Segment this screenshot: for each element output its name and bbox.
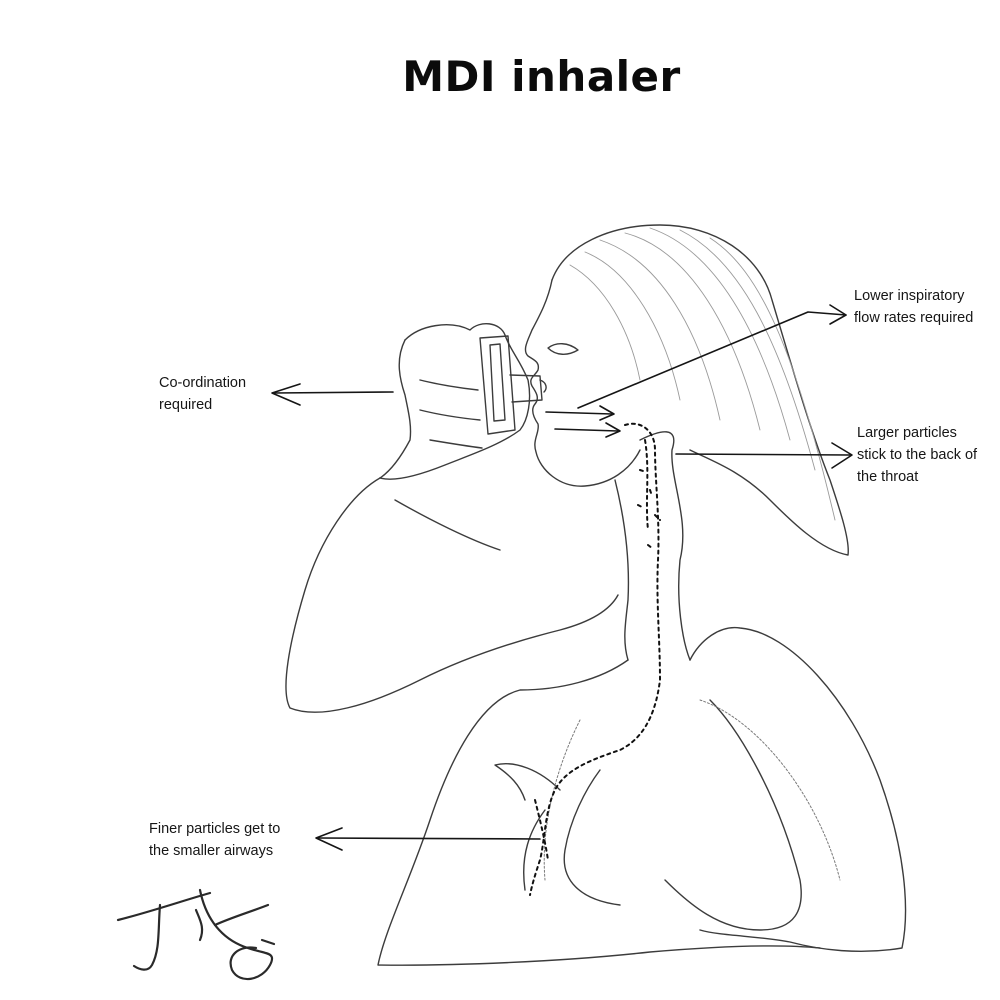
- coordination-label: Co-ordination required: [159, 375, 247, 413]
- lungs-icon: [543, 699, 841, 881]
- finer-particles-label: Finer particles get to the smaller airwa…: [149, 821, 281, 859]
- hair: [551, 224, 849, 556]
- arm-and-hand: [285, 323, 619, 713]
- larger-particles-arrow: [675, 453, 851, 456]
- torso: [377, 626, 907, 966]
- larger-particles-label: Larger particles stick to the back of th…: [857, 425, 978, 485]
- annotation-arrows: [271, 304, 853, 851]
- coordination-arrow: [273, 391, 394, 394]
- spray-arrow-2: [554, 428, 619, 432]
- inhaler-icon: [479, 335, 543, 435]
- face: [524, 279, 641, 487]
- neck: [614, 431, 691, 661]
- finer-particles-arrow: [317, 837, 541, 840]
- diagram-title: MDI inhaler: [402, 52, 681, 101]
- particle-path: [529, 422, 662, 896]
- signature-mark: [116, 888, 276, 981]
- lower-flow-arrow: [577, 311, 847, 409]
- lower-flow-label: Lower inspiratory flow rates required: [854, 288, 974, 326]
- spray-arrow-1: [545, 411, 613, 415]
